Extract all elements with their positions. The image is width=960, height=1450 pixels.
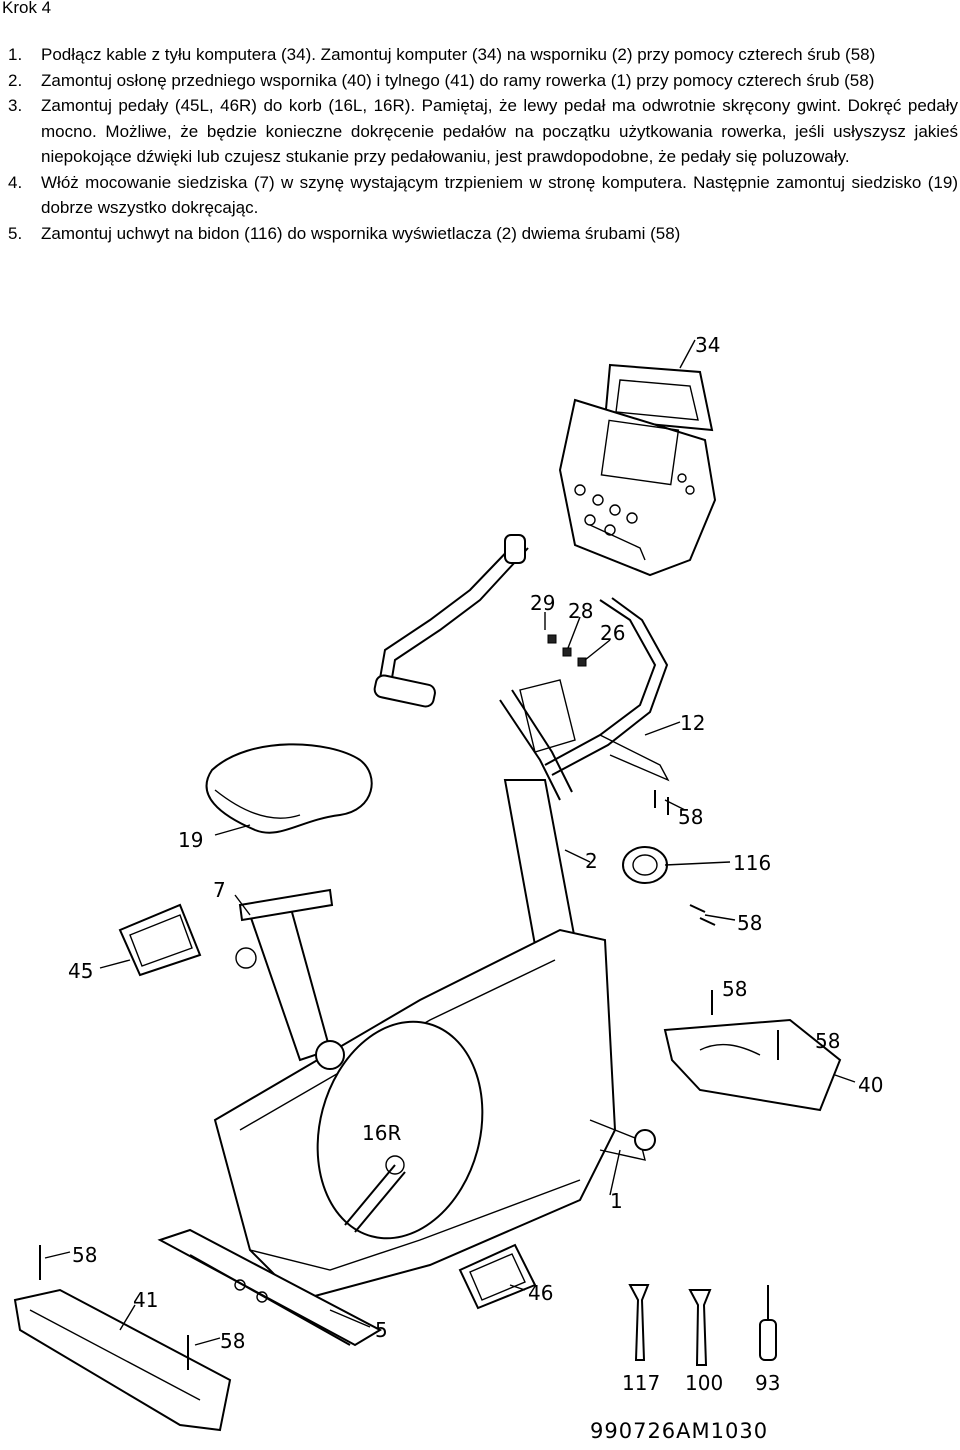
label-16r: 16R (362, 1121, 401, 1145)
seat-assembly (205, 743, 373, 1070)
label-1: 1 (610, 1189, 623, 1213)
label-40: 40 (858, 1073, 883, 1097)
label-58a: 58 (678, 805, 703, 829)
label-93: 93 (755, 1371, 780, 1395)
label-58e: 58 (72, 1243, 97, 1267)
step-text: Zamontuj pedały (45L, 46R) do korb (16L,… (41, 96, 958, 166)
label-58b: 58 (737, 911, 762, 935)
step-text: Zamontuj uchwyt na bidon (116) do wsporn… (41, 223, 681, 243)
instruction-list: 1. Podłącz kable z tyłu komputera (34). … (8, 42, 958, 246)
label-45: 45 (68, 959, 93, 983)
instruction-step: 5. Zamontuj uchwyt na bidon (116) do wsp… (8, 221, 958, 247)
label-100: 100 (685, 1371, 723, 1395)
instruction-step: 4. Włóż mocowanie siedziska (7) w szynę … (8, 170, 958, 221)
tools (628, 1284, 777, 1366)
page-heading: Krok 4 (2, 0, 52, 17)
step-number: 5. (8, 223, 23, 243)
label-29: 29 (530, 591, 555, 615)
label-58f: 58 (220, 1329, 245, 1353)
step-text: Włóż mocowanie siedziska (7) w szynę wys… (41, 172, 958, 218)
rear-cover (13, 1288, 232, 1432)
label-19: 19 (178, 828, 203, 852)
step-number: 4. (8, 172, 23, 192)
pedals (118, 903, 537, 1310)
step-text: Zamontuj osłonę przedniego wspornika (40… (41, 70, 875, 90)
bottle-holder (622, 846, 668, 884)
handlebar (373, 534, 670, 801)
label-5: 5 (375, 1318, 388, 1342)
label-117: 117 (622, 1371, 660, 1395)
screws (39, 634, 779, 1370)
label-34: 34 (695, 333, 720, 357)
label-41: 41 (133, 1288, 158, 1312)
leader-lines (44, 339, 856, 1346)
step-number: 2. (8, 70, 23, 90)
exploded-assembly-diagram: 34 29 28 26 12 58 2 116 58 19 7 45 58 58… (13, 333, 883, 1443)
label-2: 2 (585, 849, 598, 873)
main-frame (213, 779, 656, 1302)
computer-console (558, 363, 717, 577)
diagram-code: 990726AM1030 (590, 1419, 768, 1443)
instruction-step: 2. Zamontuj osłonę przedniego wspornika … (8, 68, 958, 94)
instruction-step: 3. Zamontuj pedały (45L, 46R) do korb (1… (8, 93, 958, 170)
step-text: Podłącz kable z tyłu komputera (34). Zam… (41, 45, 876, 64)
instruction-step: 1. Podłącz kable z tyłu komputera (34). … (8, 42, 958, 68)
front-cover (663, 1018, 842, 1112)
label-46: 46 (528, 1281, 553, 1305)
label-7: 7 (213, 878, 226, 902)
step-number: 3. (8, 96, 23, 115)
label-116: 116 (733, 851, 771, 875)
step-number: 1. (8, 45, 23, 64)
label-12: 12 (680, 711, 705, 735)
label-58d: 58 (815, 1029, 840, 1053)
label-28: 28 (568, 599, 593, 623)
rear-stabilizer (157, 1228, 383, 1347)
label-26: 26 (600, 621, 625, 645)
label-58c: 58 (722, 977, 747, 1001)
